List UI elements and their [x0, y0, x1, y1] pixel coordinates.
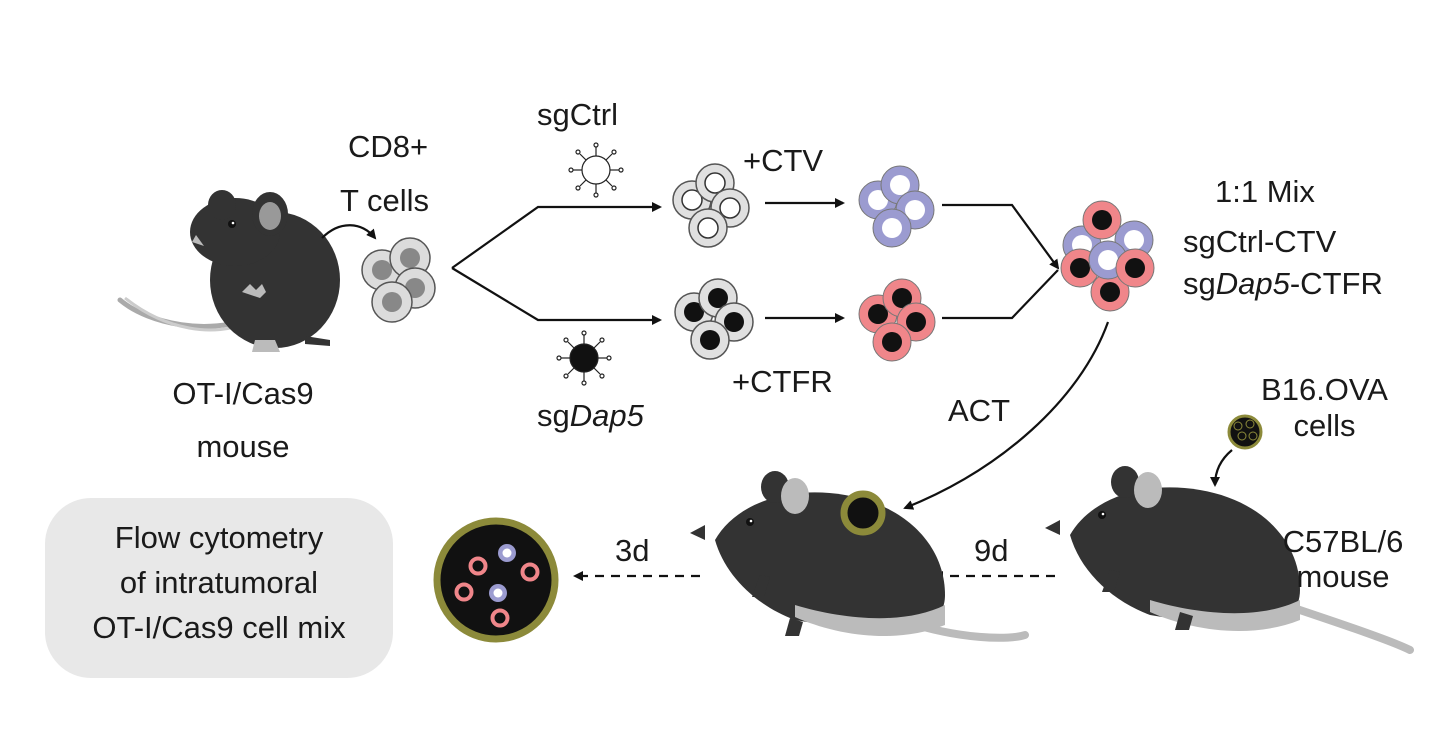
3d-label: 3d — [615, 533, 650, 568]
source-mouse-label-line2: mouse — [196, 429, 290, 464]
mix-line2-label: sgDap5-CTFR — [1183, 266, 1383, 301]
tumor-icon — [840, 490, 886, 536]
source-mouse-label-line1: OT-I/Cas9 — [172, 376, 314, 411]
tumor-section-icon — [433, 517, 559, 643]
b16-label-line1: B16.OVA — [1261, 372, 1388, 407]
flow-cytometry-box — [45, 498, 393, 678]
merge-arrow-bottom — [942, 269, 1059, 320]
ctfr-cells-cluster — [858, 278, 936, 362]
mix-line1-label: sgCtrl-CTV — [1183, 224, 1337, 259]
isolate-arrow — [321, 224, 377, 240]
flow-line2: of intratumoral — [119, 565, 319, 600]
flow-cytometry-text: Flow cytometry of intratumoral OT-I/Cas9… — [45, 515, 393, 650]
sgdap5-cells-cluster — [674, 278, 754, 360]
9d-label: 9d — [974, 533, 1009, 568]
sgdap5-label: sgDap5 — [537, 398, 644, 433]
b16-label-line2: cells — [1293, 408, 1356, 443]
ot1-cas9-mouse-icon — [117, 190, 340, 352]
flow-line3: OT-I/Cas9 cell mix — [92, 610, 346, 645]
act-label: ACT — [948, 393, 1010, 428]
ctfr-label: +CTFR — [732, 364, 833, 399]
split-arrow-bottom — [451, 267, 662, 325]
mix-title-label: 1:1 Mix — [1215, 174, 1315, 209]
ctv-cells-cluster — [858, 165, 935, 248]
act-arrow — [903, 321, 1110, 510]
ctv-label: +CTV — [743, 143, 824, 178]
host-mouse-label-line2: mouse — [1296, 559, 1390, 594]
merge-arrow-top — [942, 203, 1060, 270]
b16-ova-cells-cluster — [1227, 414, 1263, 450]
recipient-mouse-icon — [690, 471, 1029, 642]
cd8-t-cells-cluster — [361, 237, 436, 323]
sgdap5-virus-icon — [556, 330, 612, 386]
inoculation-arrow — [1210, 449, 1233, 487]
sgctrl-virus-icon — [568, 142, 624, 198]
flow-line1: Flow cytometry — [114, 520, 324, 555]
cd8-label-line2: T cells — [340, 183, 430, 218]
c57bl6-mouse-icon — [1045, 466, 1414, 654]
sgctrl-cells-cluster — [672, 163, 750, 248]
split-arrow-top — [451, 202, 662, 269]
sgctrl-label: sgCtrl — [537, 97, 618, 132]
cd8-label-line1: CD8+ — [348, 129, 429, 164]
host-mouse-label-line1: C57BL/6 — [1282, 524, 1404, 559]
mixed-cells-cluster — [1060, 200, 1155, 312]
